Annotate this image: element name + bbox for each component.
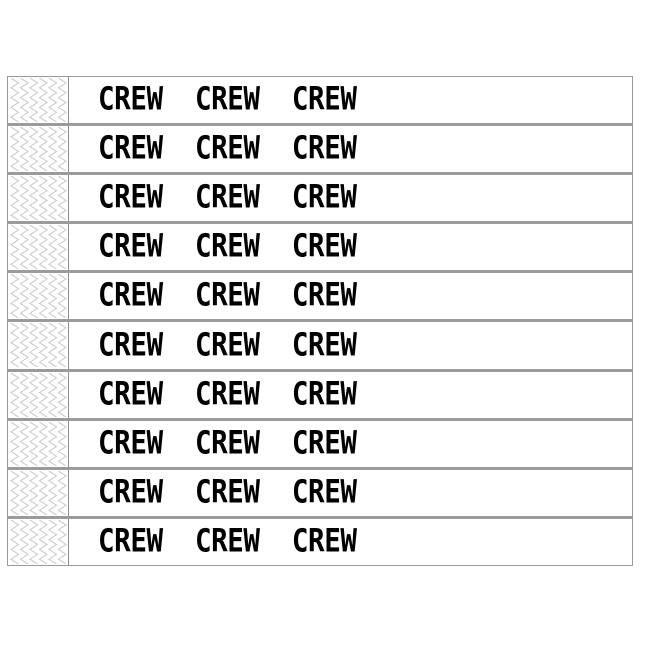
wristband-label: CREW CREW CREW <box>98 80 357 119</box>
wristband-label: CREW CREW CREW <box>98 129 357 168</box>
zigzag-pattern-icon <box>10 323 67 368</box>
zigzag-pattern-icon <box>10 372 67 417</box>
wristband-label: CREW CREW CREW <box>98 522 357 561</box>
wristband-print-area: CREW CREW CREW <box>69 322 632 368</box>
wristband-stub <box>8 371 69 418</box>
wristband-sheet: CREW CREW CREW CREW CREW CREW CREW CREW CR… <box>7 76 633 566</box>
wristband-label: CREW CREW CREW <box>98 227 357 266</box>
wristband-label: CREW CREW CREW <box>98 424 357 463</box>
zigzag-pattern-icon <box>10 421 67 466</box>
wristband-print-area: CREW CREW CREW <box>69 421 632 467</box>
zigzag-pattern-icon <box>10 127 67 172</box>
wristband-row[interactable]: CREW CREW CREW <box>7 517 633 566</box>
wristband-stub <box>8 322 69 369</box>
wristband-stub <box>8 126 69 173</box>
zigzag-pattern-icon <box>10 176 67 221</box>
wristband-row[interactable]: CREW CREW CREW <box>7 370 633 420</box>
wristband-row[interactable]: CREW CREW CREW <box>7 468 633 518</box>
wristband-row[interactable]: CREW CREW CREW <box>7 223 633 273</box>
zigzag-pattern-icon <box>10 225 67 270</box>
wristband-print-area: CREW CREW CREW <box>69 519 632 565</box>
wristband-label: CREW CREW CREW <box>98 178 357 217</box>
wristband-stub <box>8 77 69 124</box>
wristband-row[interactable]: CREW CREW CREW <box>7 125 633 175</box>
wristband-stub <box>8 469 69 516</box>
wristband-print-area: CREW CREW CREW <box>69 224 632 270</box>
zigzag-pattern-icon <box>10 78 67 123</box>
wristband-print-area: CREW CREW CREW <box>69 126 632 172</box>
wristband-row[interactable]: CREW CREW CREW <box>7 174 633 224</box>
wristband-stub <box>8 273 69 320</box>
wristband-label: CREW CREW CREW <box>98 326 357 364</box>
zigzag-pattern-icon <box>10 470 67 515</box>
wristband-stub <box>8 420 69 467</box>
wristband-row[interactable]: CREW CREW CREW <box>7 419 633 469</box>
wristband-print-area: CREW CREW CREW <box>69 175 632 221</box>
wristband-row[interactable]: CREW CREW CREW <box>7 76 633 126</box>
zigzag-pattern-icon <box>10 519 67 564</box>
wristband-stub <box>8 518 69 565</box>
wristband-print-area: CREW CREW CREW <box>69 470 632 516</box>
wristband-row[interactable]: CREW CREW CREW <box>7 321 633 371</box>
wristband-stub <box>8 224 69 271</box>
wristband-label: CREW CREW CREW <box>98 375 357 413</box>
zigzag-pattern-icon <box>10 274 67 319</box>
wristband-label: CREW CREW CREW <box>98 473 357 512</box>
wristband-stub <box>8 175 69 222</box>
wristband-print-area: CREW CREW CREW <box>69 77 632 123</box>
wristband-print-area: CREW CREW CREW <box>69 372 632 418</box>
wristband-row[interactable]: CREW CREW CREW <box>7 272 633 322</box>
wristband-print-area: CREW CREW CREW <box>69 273 632 319</box>
wristband-label: CREW CREW CREW <box>98 276 357 315</box>
